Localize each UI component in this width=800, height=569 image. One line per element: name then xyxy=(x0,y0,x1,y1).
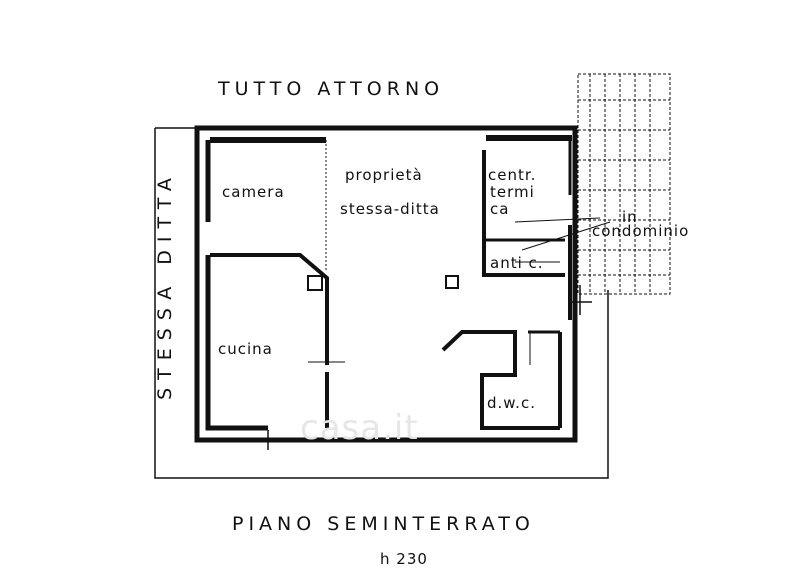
left-label: STESSA DITTA xyxy=(154,170,176,400)
dwc-wall xyxy=(441,330,560,430)
column xyxy=(445,275,459,289)
bottom-label: PIANO SEMINTERRATO xyxy=(232,513,535,535)
room-centr-3: ca xyxy=(490,200,510,218)
room-condominio-2: condominio xyxy=(592,222,690,240)
room-proprieta-1: proprietà xyxy=(345,166,423,184)
outer-boundary xyxy=(154,128,609,479)
room-centr-2: termi xyxy=(490,183,535,201)
top-label: TUTTO ATTORNO xyxy=(218,78,445,100)
bottom-cut-label: h 230 xyxy=(380,550,428,568)
main-walls xyxy=(194,125,578,443)
room-proprieta-2: stessa-ditta xyxy=(340,200,440,218)
room-anti: anti c. xyxy=(490,254,544,272)
room-centr-1: centr. xyxy=(488,166,537,184)
stair xyxy=(577,73,671,295)
centrale-wall xyxy=(482,150,565,277)
watermark: casa.it xyxy=(300,408,419,448)
cucina-wall xyxy=(205,255,268,431)
left-label-box: STESSA DITTA xyxy=(150,140,180,430)
room-camera: camera xyxy=(222,183,285,201)
room-cucina: cucina xyxy=(218,340,273,358)
room-condominio-1: in xyxy=(622,208,638,226)
chimney xyxy=(307,275,323,291)
room-dwc: d.w.c. xyxy=(487,394,536,412)
